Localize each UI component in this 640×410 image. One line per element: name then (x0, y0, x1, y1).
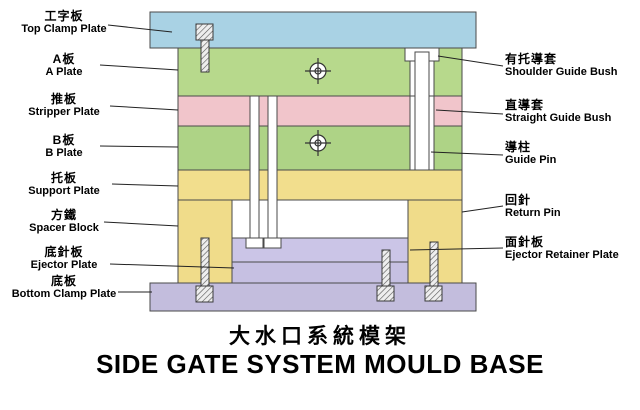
label-ejector-retainer-plate: 面針板 Ejector Retainer Plate (505, 235, 637, 262)
label-b-plate: B板 B Plate (2, 133, 126, 160)
label-support-plate: 托板 Support Plate (2, 171, 126, 198)
leader-shoulder-guide-bush (437, 55, 504, 67)
screw-hole-symbol-a-plate (305, 58, 331, 84)
top-screw-shaft (200, 39, 210, 73)
label-top-clamp-plate: 工字板 Top Clamp Plate (2, 9, 126, 36)
ejector-screw-shaft (381, 249, 391, 287)
label-en: Shoulder Guide Bush (505, 66, 618, 79)
leader-return-pin (461, 205, 504, 213)
leader-guide-pin (430, 151, 504, 156)
label-zh: 有托導套 (505, 52, 558, 66)
bottom-left-screw-shaft (200, 237, 210, 287)
label-en: A Plate (45, 66, 83, 79)
label-zh: 底板 (50, 274, 77, 288)
guide-pin (414, 51, 430, 171)
label-zh: A板 (52, 52, 76, 66)
label-en: B Plate (45, 147, 83, 160)
label-zh: 推板 (50, 92, 77, 106)
label-en: Straight Guide Bush (505, 112, 612, 125)
return-pin-head (263, 237, 282, 249)
label-zh: 面針板 (505, 235, 545, 249)
bottom-right-screw-head (424, 285, 443, 302)
label-zh: 工字板 (44, 9, 84, 23)
leader-spacer-block (103, 221, 179, 227)
label-en: Top Clamp Plate (21, 23, 107, 36)
return-pin (249, 95, 260, 239)
screw-hole-symbol-b-plate (305, 130, 331, 156)
label-a-plate: A板 A Plate (2, 52, 126, 79)
label-spacer-block: 方鐵 Spacer Block (2, 208, 126, 235)
return-pin (267, 95, 278, 239)
leader-top-clamp-plate (107, 24, 173, 33)
leader-lines-left (99, 24, 235, 293)
leader-ejector-retainer-plate (409, 247, 504, 251)
label-en: Return Pin (505, 207, 561, 220)
leader-lines-right (409, 55, 504, 251)
leader-straight-guide-bush (435, 109, 504, 115)
label-bottom-clamp-plate: 底板 Bottom Clamp Plate (2, 274, 126, 301)
label-en: Spacer Block (29, 222, 99, 235)
label-zh: 回針 (505, 193, 532, 207)
bottom-left-screw-head (195, 285, 214, 303)
return-pin-head (245, 237, 264, 249)
diagram-title-english: SIDE GATE SYSTEM MOULD BASE (96, 349, 544, 379)
guide-pin-assembly (404, 47, 440, 171)
label-zh: B板 (52, 133, 76, 147)
leader-stripper-plate (109, 105, 179, 111)
label-straight-guide-bush: 直導套 Straight Guide Bush (505, 98, 637, 125)
label-en: Support Plate (28, 185, 100, 198)
label-en: Ejector Retainer Plate (505, 249, 619, 262)
top-screw-head (195, 23, 214, 41)
leader-ejector-plate (109, 263, 235, 269)
diagram-title-chinese: 大水口系統模架 (229, 325, 411, 348)
label-en: Stripper Plate (28, 106, 100, 119)
label-en: Bottom Clamp Plate (11, 288, 117, 301)
label-stripper-plate: 推板 Stripper Plate (2, 92, 126, 119)
label-return-pin: 回針 Return Pin (505, 193, 637, 220)
leader-b-plate (99, 145, 179, 148)
bottom-right-screw-shaft (429, 241, 439, 287)
label-zh: 直導套 (505, 98, 545, 112)
label-zh: 底針板 (44, 245, 84, 259)
return-pins (245, 95, 282, 249)
leader-support-plate (111, 183, 179, 187)
label-en: Guide Pin (505, 154, 557, 167)
ejector-screw-head (376, 285, 395, 302)
label-ejector-plate: 底針板 Ejector Plate (2, 245, 126, 272)
label-zh: 托板 (50, 171, 77, 185)
label-shoulder-guide-bush: 有托導套 Shoulder Guide Bush (505, 52, 637, 79)
leader-a-plate (99, 64, 179, 71)
support-plate (177, 169, 463, 201)
cap-screws (195, 23, 443, 303)
label-guide-pin: 導柱 Guide Pin (505, 140, 637, 167)
label-zh: 導柱 (505, 140, 532, 154)
label-zh: 方鐵 (50, 208, 77, 222)
label-en: Ejector Plate (30, 259, 98, 272)
